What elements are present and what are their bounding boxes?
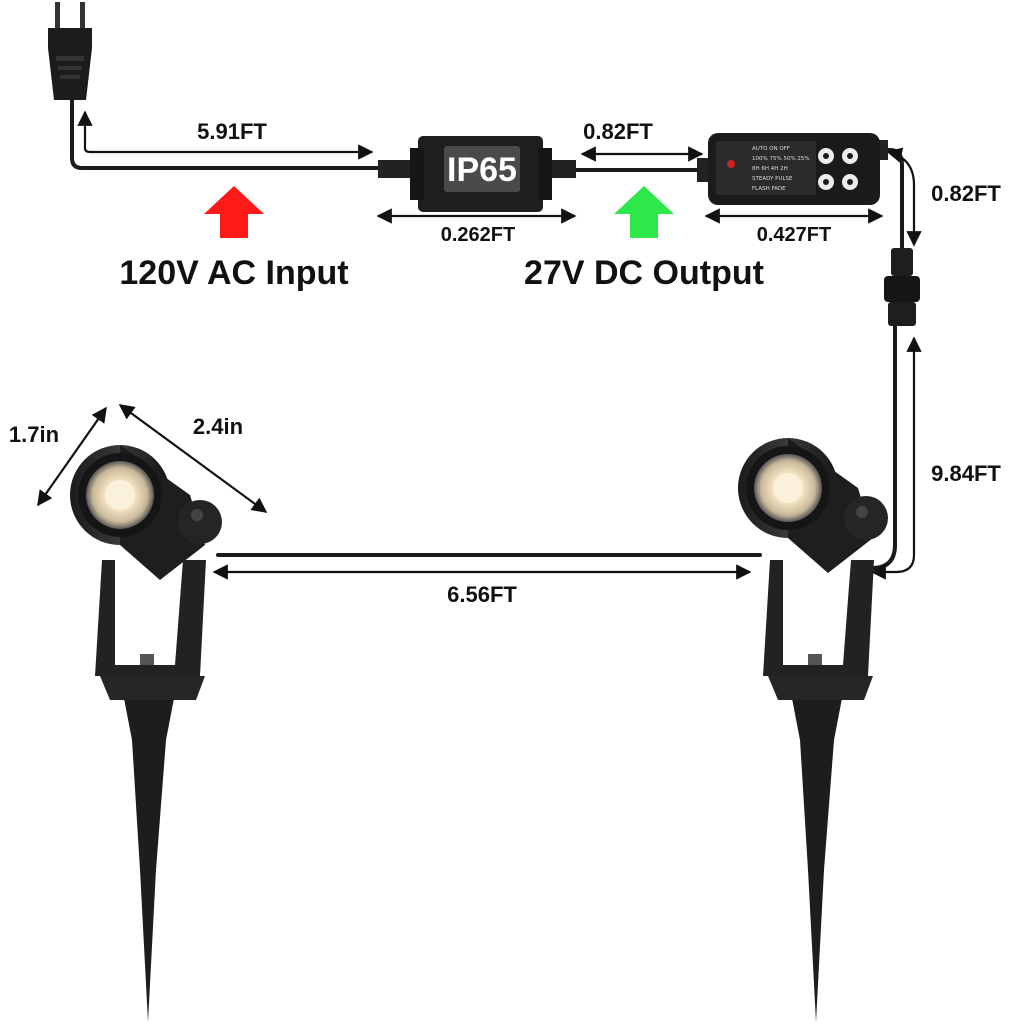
ac-input-arrow-icon	[204, 186, 264, 238]
controller-row-1: AUTO ON OFF	[752, 146, 790, 152]
controller-row-4: STEADY PULSE	[752, 176, 793, 182]
controller-row-3: 8H 6H 4H 2H	[752, 166, 788, 172]
head-length: 2.4in	[193, 414, 243, 439]
controller-to-connector-length: 0.82FT	[931, 181, 1001, 206]
controller-length: 0.427FT	[757, 224, 831, 246]
light-to-light-length: 6.56FT	[447, 582, 517, 607]
adapter-length: 0.262FT	[441, 224, 515, 246]
head-diameter: 1.7in	[9, 422, 59, 447]
plug-cord-length: 5.91FT	[197, 119, 267, 144]
dimension-lines	[37, 110, 922, 580]
controller-row-5: FLASH FADE	[752, 186, 786, 192]
power-adapter: IP65	[378, 136, 576, 212]
dc-output-arrow-icon	[614, 186, 674, 238]
connector-to-light-length: 9.84FT	[931, 461, 1001, 486]
spotlight-right	[738, 438, 888, 1022]
controller-row-2: 100% 75% 50% 25%	[752, 156, 810, 162]
dc-output-label: 27V DC Output	[524, 254, 764, 292]
waterproof-connector	[884, 248, 920, 326]
timer-controller: AUTO ON OFF 100% 75% 50% 25% 8H 6H 4H 2H…	[697, 133, 888, 205]
spotlight-left	[70, 445, 222, 1022]
adapter-to-controller-length: 0.82FT	[583, 119, 653, 144]
ip-rating-label: IP65	[447, 151, 517, 189]
power-plug	[48, 2, 92, 100]
ac-input-label: 120V AC Input	[119, 254, 348, 292]
